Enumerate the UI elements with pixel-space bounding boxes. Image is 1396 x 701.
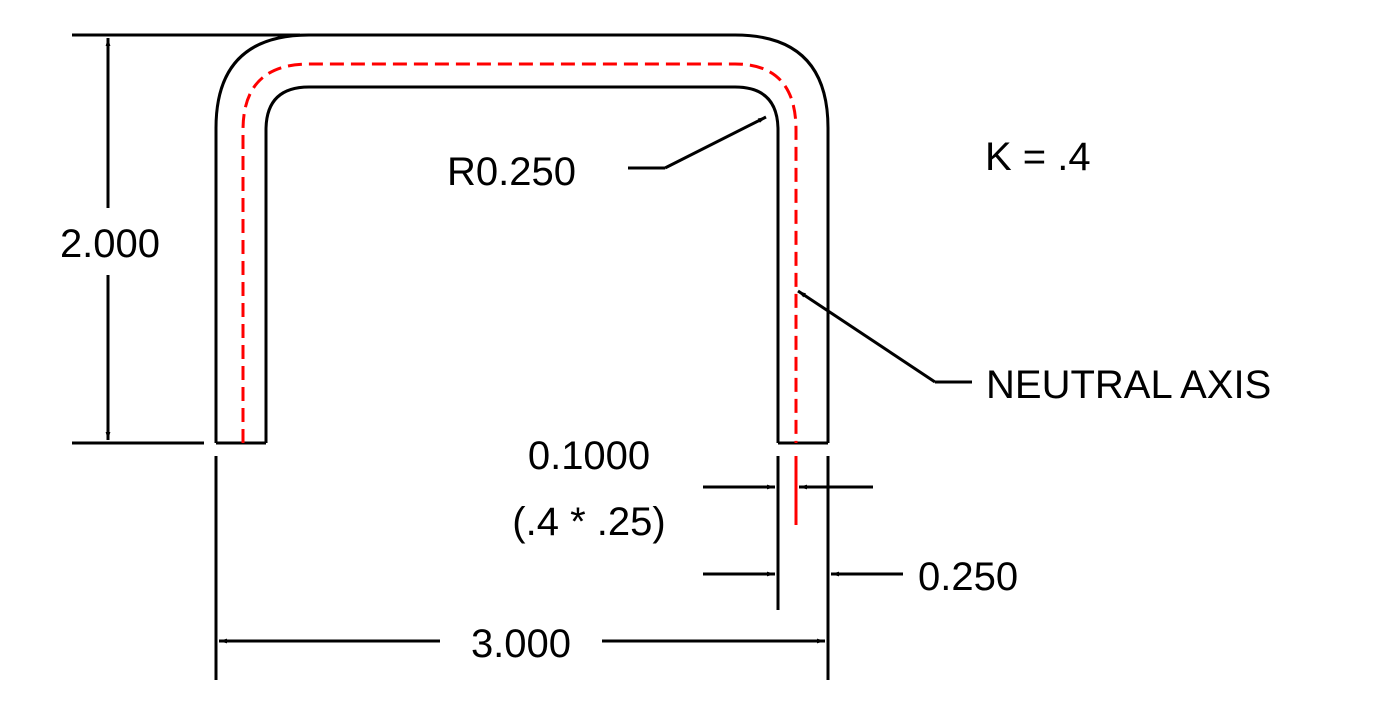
neutral-offset-formula: (.4 * .25) <box>512 500 665 544</box>
height-label: 2.000 <box>60 222 160 266</box>
radius-label: R0.250 <box>447 150 576 194</box>
thickness-dimension <box>703 456 903 610</box>
thickness-label: 0.250 <box>918 555 1018 599</box>
outer-profile <box>214 33 830 443</box>
neutral-axis-label: NEUTRAL AXIS <box>986 363 1271 407</box>
neutral-axis-leader <box>797 289 972 384</box>
part-outline <box>214 33 830 445</box>
width-label: 3.000 <box>471 622 571 666</box>
inner-profile <box>264 85 780 443</box>
height-dimension <box>72 33 300 445</box>
radius-leader <box>628 115 767 170</box>
neutral-offset-label: 0.1000 <box>528 434 650 478</box>
neutral-axis <box>241 62 798 525</box>
k-factor-label: K = .4 <box>985 135 1091 179</box>
